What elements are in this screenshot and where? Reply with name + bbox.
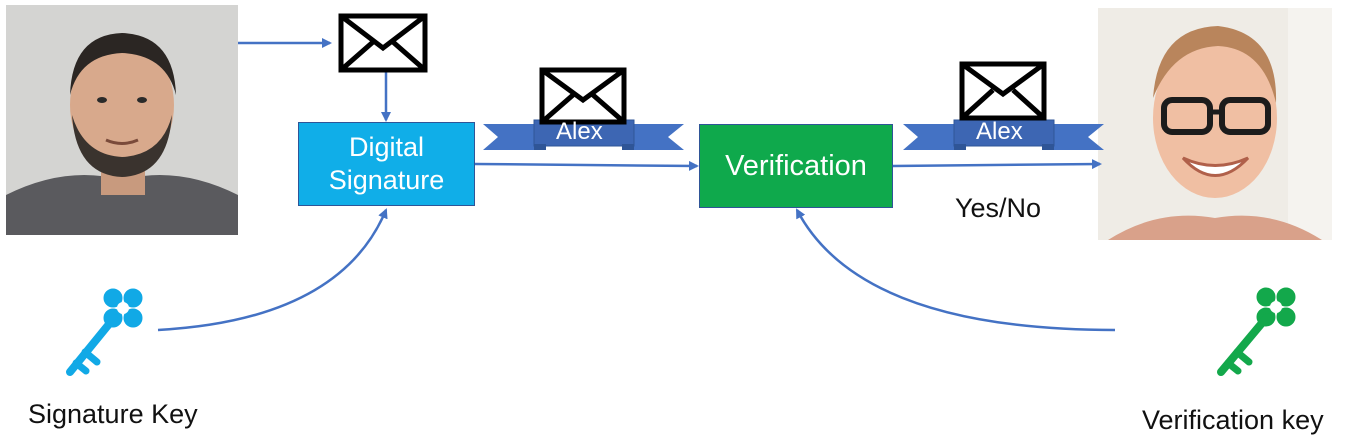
arrow-signature-to-verification <box>474 160 699 171</box>
envelope-icon <box>338 13 428 73</box>
ribbon-signer-name: Alex <box>976 118 1023 145</box>
signer-photo <box>6 5 238 235</box>
verification-key-icon <box>1217 287 1296 376</box>
verification-box: Verification <box>699 124 893 208</box>
envelope-icon <box>959 61 1047 121</box>
signature-key-icon <box>66 288 143 376</box>
digital-signature-box: Digital Signature <box>298 122 475 206</box>
signed-message-ribbon-2 <box>903 119 1104 150</box>
signature-key-label: Signature Key <box>28 399 198 429</box>
signed-message-ribbon-1 <box>483 119 684 150</box>
yes-no-label: Yes/No <box>955 193 1042 223</box>
arrow-signature-key-to-signature <box>157 208 388 332</box>
verification-label: Verification <box>725 149 867 182</box>
verifier-photo <box>1098 8 1332 240</box>
arrow-verification-key-to-verification <box>795 208 1116 332</box>
ribbon-signer-name: Alex <box>556 118 603 145</box>
envelope-icon <box>539 67 627 125</box>
verification-key-label: Verification key <box>1142 405 1324 435</box>
digital-signature-label-line2: Signature <box>328 165 445 195</box>
digital-signature-label-line1: Digital <box>348 132 425 162</box>
arrow-verification-to-verifier <box>892 159 1102 170</box>
